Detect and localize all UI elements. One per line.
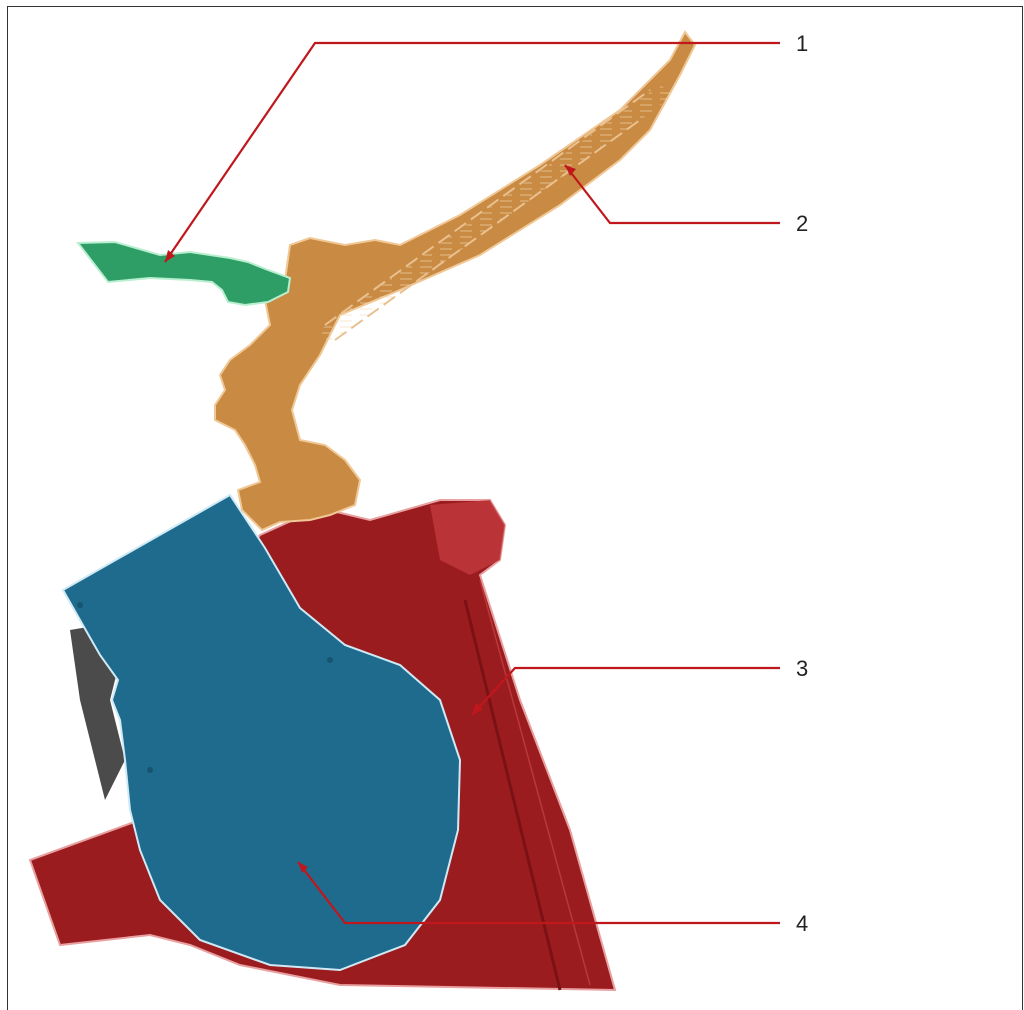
callout-1-label: 1	[796, 31, 808, 56]
blue-cover-bolt	[147, 767, 153, 773]
callout-2: 2	[565, 165, 808, 236]
callout-3-label: 3	[796, 656, 808, 681]
callout-2-label: 2	[796, 211, 808, 236]
orange-arm-slot	[325, 90, 650, 325]
callout-4-label: 4	[796, 911, 808, 936]
orange-arm-rail	[320, 85, 675, 345]
blue-cover-bolt	[77, 602, 83, 608]
blue-cover-bolt	[327, 657, 333, 663]
green-part	[78, 242, 290, 305]
